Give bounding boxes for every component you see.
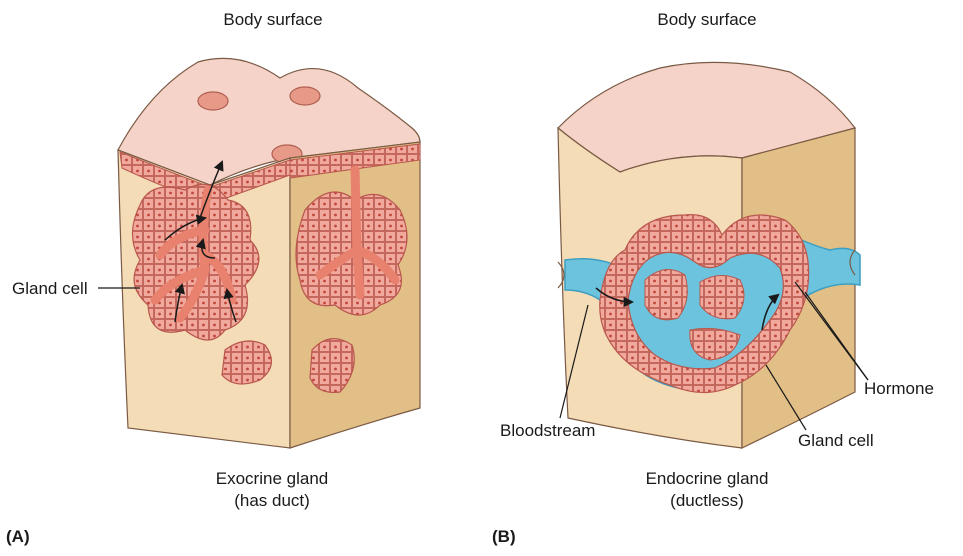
gland-lobe xyxy=(133,184,259,340)
duct-pore xyxy=(290,87,320,105)
duct-pore xyxy=(198,92,228,110)
exocrine-caption: Exocrine gland (has duct) xyxy=(216,468,328,512)
panel-a-tag: (A) xyxy=(6,527,30,547)
endocrine-gland-cell-label: Gland cell xyxy=(798,430,874,451)
bloodstream-label: Bloodstream xyxy=(500,420,595,441)
endocrine-caption-line2: (ductless) xyxy=(646,490,769,512)
exocrine-top-label: Body surface xyxy=(223,9,322,30)
exocrine-gland-cell-label: Gland cell xyxy=(12,278,88,299)
hormone-label: Hormone xyxy=(864,378,934,399)
exocrine-caption-line2: (has duct) xyxy=(216,490,328,512)
panel-b-tag: (B) xyxy=(492,527,516,547)
gland-cluster xyxy=(700,275,744,318)
exocrine-block xyxy=(98,58,420,448)
endocrine-caption-line1: Endocrine gland xyxy=(646,468,769,490)
gland-cluster xyxy=(645,270,687,320)
endocrine-caption: Endocrine gland (ductless) xyxy=(646,468,769,512)
endocrine-top-label: Body surface xyxy=(657,9,756,30)
exocrine-caption-line1: Exocrine gland xyxy=(216,468,328,490)
endocrine-block xyxy=(558,62,868,448)
